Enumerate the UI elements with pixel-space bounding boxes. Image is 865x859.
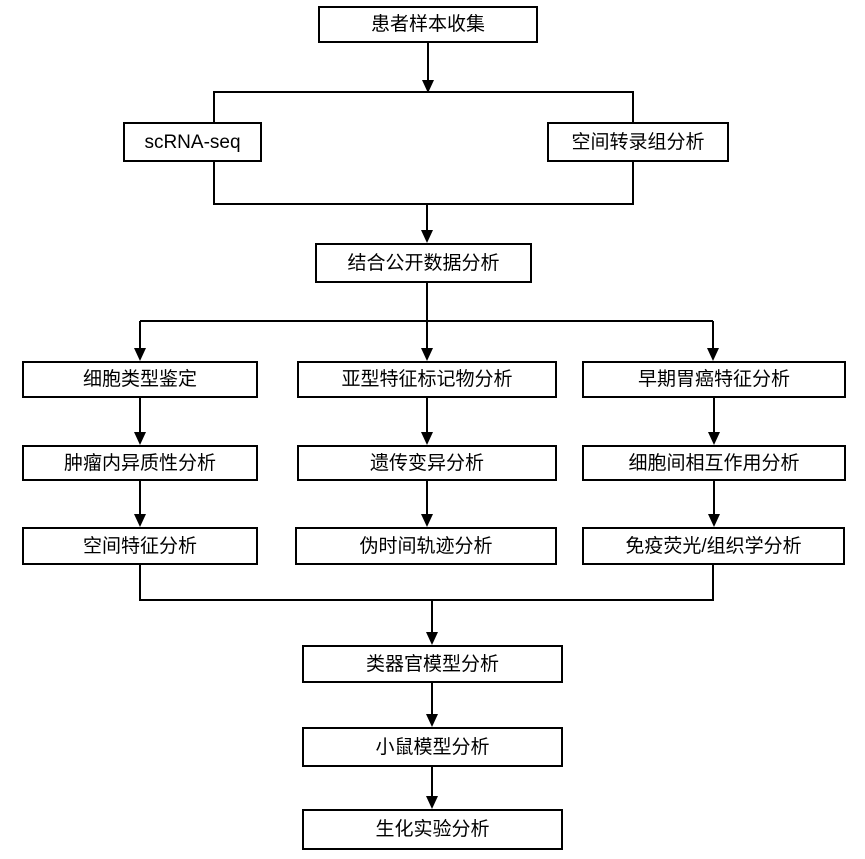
node-label: 亚型特征标记物分析 xyxy=(341,369,513,390)
node-pseudotime-trajectory: 伪时间轨迹分析 xyxy=(295,527,557,565)
node-patient-sample-collection: 患者样本收集 xyxy=(318,6,538,43)
node-intratumoral-heterogeneity: 肿瘤内异质性分析 xyxy=(22,445,258,481)
node-genetic-variation: 遗传变异分析 xyxy=(297,445,557,481)
node-cell-cell-interaction: 细胞间相互作用分析 xyxy=(582,445,846,481)
node-early-gastric-cancer-features: 早期胃癌特征分析 xyxy=(582,361,846,398)
node-label: scRNA-seq xyxy=(144,131,241,153)
merge-bracket-bottom xyxy=(139,564,714,601)
arrowhead-split-mid xyxy=(421,348,433,361)
node-cell-type-identification: 细胞类型鉴定 xyxy=(22,361,258,398)
node-subtype-marker-analysis: 亚型特征标记物分析 xyxy=(297,361,557,398)
arrowhead-c1-r2r3 xyxy=(134,514,146,527)
node-label: 肿瘤内异质性分析 xyxy=(63,452,216,474)
arrowhead-to-mouse xyxy=(426,714,438,727)
node-label: 细胞类型鉴定 xyxy=(82,369,197,390)
arrowhead-c2-r2r3 xyxy=(421,514,433,527)
node-organoid-model: 类器官模型分析 xyxy=(302,645,563,683)
node-label: 空间转录组分析 xyxy=(571,131,705,153)
node-label: 遗传变异分析 xyxy=(369,452,484,474)
node-label: 早期胃癌特征分析 xyxy=(637,369,790,390)
arrowhead-c1-r1r2 xyxy=(134,432,146,445)
arrowhead-c3-r1r2 xyxy=(708,432,720,445)
node-label: 空间特征分析 xyxy=(82,535,197,557)
arrowhead-split-left xyxy=(134,348,146,361)
node-scrna-seq: scRNA-seq xyxy=(123,122,262,162)
node-immunofluorescence-histology: 免疫荧光/组织学分析 xyxy=(582,527,845,565)
node-combined-public-data: 结合公开数据分析 xyxy=(315,243,532,283)
arrowhead-c3-r2r3 xyxy=(708,514,720,527)
arrowhead-c2-r1r2 xyxy=(421,432,433,445)
node-label: 伪时间轨迹分析 xyxy=(359,535,493,557)
node-label: 结合公开数据分析 xyxy=(347,252,500,274)
node-label: 类器官模型分析 xyxy=(365,653,499,675)
arrowhead-to-organoid xyxy=(426,632,438,645)
node-biochemical-experiment: 生化实验分析 xyxy=(302,809,563,850)
node-spatial-transcriptomics: 空间转录组分析 xyxy=(547,122,729,162)
arrowhead-to-biochem xyxy=(426,796,438,809)
merge-bracket-top xyxy=(213,161,634,205)
split-bracket-top xyxy=(213,91,634,124)
node-label: 免疫荧光/组织学分析 xyxy=(625,535,802,557)
node-label: 细胞间相互作用分析 xyxy=(628,452,800,474)
node-label: 患者样本收集 xyxy=(370,14,485,35)
node-label: 小鼠模型分析 xyxy=(375,736,490,758)
node-spatial-features: 空间特征分析 xyxy=(22,527,258,565)
node-label: 生化实验分析 xyxy=(375,819,490,840)
arrowhead-to-public xyxy=(421,230,433,243)
arrowhead-patient-down xyxy=(422,80,434,93)
arrowhead-split-right xyxy=(707,348,719,361)
node-mouse-model: 小鼠模型分析 xyxy=(302,727,563,767)
